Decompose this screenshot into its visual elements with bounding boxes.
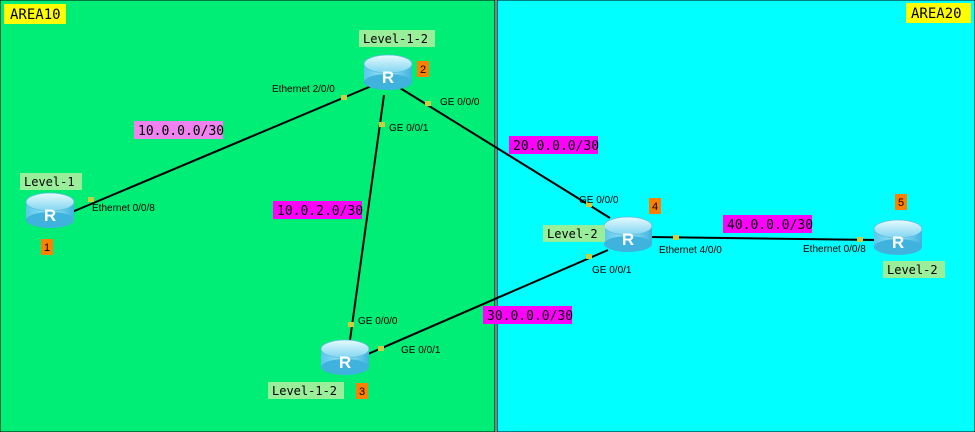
subnet-label-10-0-2-0: 10.0.2.0/30 <box>277 204 363 219</box>
router-2-id-badge: 2 <box>420 64 426 76</box>
router-icon: R <box>873 219 923 255</box>
port-dot <box>857 237 863 242</box>
subnet-label-40-0-0-0: 40.0.0.0/30 <box>727 218 813 233</box>
router-2[interactable]: R <box>363 54 413 90</box>
svg-text:R: R <box>382 68 394 87</box>
link-3-4[interactable] <box>367 249 609 355</box>
router-1-id-badge: 1 <box>44 242 50 254</box>
port-label-r2-ge0-0-0: GE 0/0/0 <box>440 97 480 108</box>
router-icon: R <box>320 339 370 375</box>
port-dot <box>673 235 679 240</box>
subnet-label-30-0-0-0: 30.0.0.0/30 <box>487 309 573 324</box>
area-10: AREA10 <box>0 0 496 432</box>
link-1-2[interactable] <box>71 81 382 213</box>
router-1-level-label: Level-1 <box>24 175 75 189</box>
router-3-level-label: Level-1-2 <box>272 384 337 398</box>
port-dot <box>586 202 592 207</box>
area-20-label: AREA20 <box>911 6 962 22</box>
port-dot <box>348 322 354 327</box>
port-label-r2-eth2-0-0: Ethernet 2/0/0 <box>272 84 335 95</box>
subnet-label-20-0-0-0: 20.0.0.0/30 <box>513 139 599 154</box>
svg-text:R: R <box>44 206 56 225</box>
svg-text:R: R <box>339 353 351 372</box>
router-3-id-badge: 3 <box>359 386 365 398</box>
router-icon: R <box>25 192 75 228</box>
port-label-r3-ge0-0-1: GE 0/0/1 <box>401 345 441 356</box>
port-dot <box>88 197 94 202</box>
link-4-5[interactable] <box>649 236 879 241</box>
router-5-id-badge: 5 <box>898 197 904 209</box>
port-label-r4-eth4-0-0: Ethernet 4/0/0 <box>659 245 722 256</box>
svg-text:R: R <box>892 233 904 252</box>
port-dot <box>341 95 347 100</box>
router-4-level-label: Level-2 <box>547 227 598 241</box>
port-dots <box>88 95 863 351</box>
router-2-level-label: Level-1-2 <box>363 32 428 46</box>
router-icon: R <box>363 54 413 90</box>
router-5[interactable]: R <box>873 219 923 255</box>
area-10-label: AREA10 <box>10 7 61 23</box>
port-label-r2-ge0-0-1: GE 0/0/1 <box>389 123 429 134</box>
port-dot <box>425 101 431 106</box>
svg-text:R: R <box>622 230 634 249</box>
link-2-4[interactable] <box>399 87 611 219</box>
port-label-r3-ge0-0-0: GE 0/0/0 <box>358 316 398 327</box>
port-dot <box>378 346 384 351</box>
subnet-label-10-0-0-0: 10.0.0.0/30 <box>138 124 224 139</box>
port-labels: Ethernet 0/0/8 Ethernet 2/0/0 GE 0/0/1 G… <box>92 84 866 356</box>
router-4[interactable]: R <box>603 216 653 252</box>
port-label-r5-eth0-0-8: Ethernet 0/0/8 <box>803 244 866 255</box>
router-5-level-label: Level-2 <box>887 263 938 277</box>
link-2-3[interactable] <box>349 94 385 341</box>
port-dot <box>379 122 385 127</box>
port-label-r4-ge0-0-0: GE 0/0/0 <box>579 195 619 206</box>
router-id-badges: 1 2 3 4 5 <box>41 61 907 399</box>
router-icon: R <box>603 216 653 252</box>
subnet-labels: 10.0.0.0/30 10.0.2.0/30 20.0.0.0/30 30.0… <box>134 121 813 324</box>
router-1[interactable]: R <box>25 192 75 228</box>
port-dot <box>586 254 592 259</box>
router-4-id-badge: 4 <box>652 201 658 213</box>
router-3[interactable]: R <box>320 339 370 375</box>
port-label-r4-ge0-0-1: GE 0/0/1 <box>592 265 632 276</box>
level-labels: Level-1 Level-1-2 Level-1-2 Level-2 Leve… <box>20 30 945 399</box>
port-label-r1-eth0-0-8: Ethernet 0/0/8 <box>92 203 155 214</box>
